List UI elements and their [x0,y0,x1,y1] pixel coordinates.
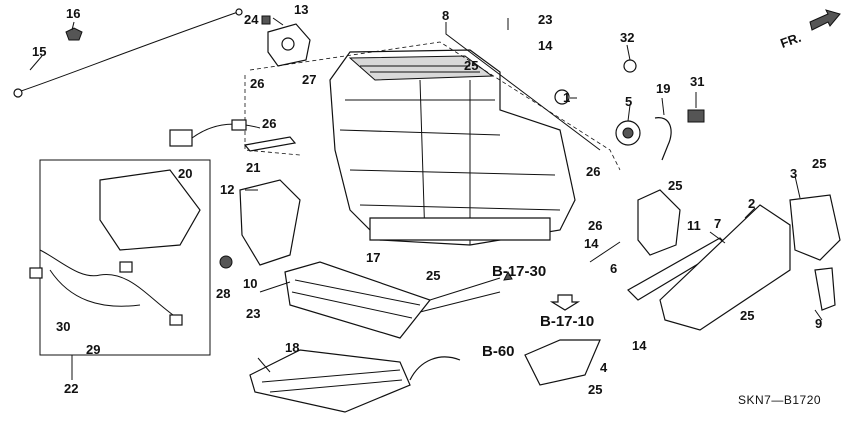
callout-labels: 1 2 3 4 5 6 7 8 9 10 11 12 13 14 14 14 1… [32,2,826,397]
group-outline-left [244,75,301,156]
part-bracket-4 [524,339,601,386]
callout-18: 18 [285,340,299,355]
callout-8: 8 [442,8,449,23]
callout-26b: 26 [262,116,276,131]
part-harness-small [169,119,297,152]
part-hose [654,117,672,161]
callout-29: 29 [86,342,100,357]
callout-23a: 23 [538,12,552,27]
down-arrow-icon [549,294,581,311]
callout-26a: 26 [250,76,264,91]
part-grommet [219,255,233,269]
callout-26c: 26 [586,164,600,179]
callout-11: 11 [687,218,701,233]
part-duct-2 [659,204,791,331]
part-31 [687,109,705,123]
part-1 [554,89,570,105]
callout-30: 30 [56,319,70,334]
part-bracket-9 [814,267,836,311]
callout-25c: 25 [812,156,826,171]
callout-6: 6 [610,261,617,276]
part-main-harness [29,159,211,356]
part-32 [623,59,637,73]
callout-5: 5 [625,94,632,109]
callout-1: 1 [563,90,570,105]
part-heater-unit [329,49,576,246]
ref-b-60: B-60 [482,343,515,360]
callout-14a: 14 [538,38,553,53]
callout-25b: 25 [668,178,682,193]
callout-15: 15 [32,44,46,59]
callout-20: 20 [178,166,192,181]
front-direction-arrow-icon [809,9,841,31]
leader-lines [29,17,823,380]
callout-10: 10 [243,276,257,291]
callout-14c: 14 [632,338,647,353]
part-cable [13,8,243,98]
callout-21: 21 [246,160,260,175]
part-heater-core [284,261,501,339]
callout-17: 17 [366,250,380,265]
part-actuator-11 [637,189,681,256]
callout-12: 12 [220,182,234,197]
callout-28: 28 [216,286,230,301]
callout-7: 7 [714,216,721,231]
callout-19: 19 [656,81,670,96]
callout-25a: 25 [464,58,478,73]
callout-2: 2 [748,196,755,211]
part-actuator-13 [267,23,311,67]
ref-arrow-icon [503,270,513,281]
part-evaporator [249,349,461,413]
callout-4: 4 [600,360,608,375]
callout-23b: 23 [246,306,260,321]
callout-27: 27 [302,72,316,87]
front-direction-label: FR. [778,30,803,51]
part-screw-24 [261,15,271,25]
callout-16: 16 [66,6,80,21]
callout-32: 32 [620,30,634,45]
diagram-code: SKN7—B1720 [738,393,821,407]
ref-b-17-10: B-17-10 [540,313,594,330]
callout-31: 31 [690,74,704,89]
callout-22: 22 [64,381,78,396]
callout-3: 3 [790,166,797,181]
part-clip [65,27,83,41]
callout-13: 13 [294,2,308,17]
callout-24: 24 [244,12,259,27]
callout-26d: 26 [588,218,602,233]
callout-25e: 25 [740,308,754,323]
ref-b-17-30: B-17-30 [492,263,546,280]
callout-25d: 25 [426,268,440,283]
callout-9: 9 [815,316,822,331]
callout-14b: 14 [584,236,599,251]
callout-25f: 25 [588,382,602,397]
part-duct [239,179,301,266]
part-housing-3 [789,194,841,261]
part-rod-6 [589,241,621,263]
